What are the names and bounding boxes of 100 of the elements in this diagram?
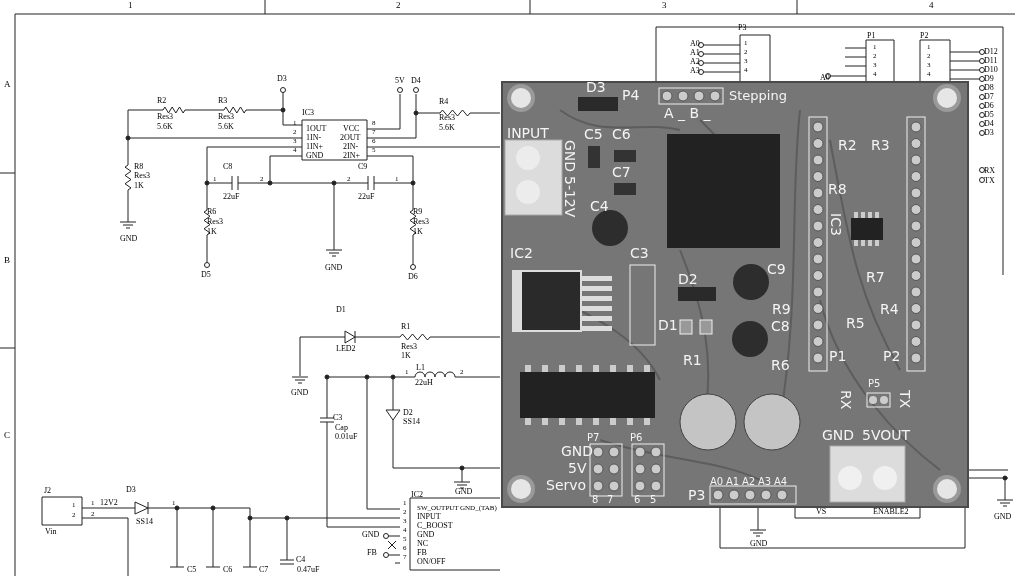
schematic-label: 1K	[207, 228, 217, 236]
schematic-label: GND	[362, 531, 380, 539]
schematic-label: C6	[223, 566, 233, 574]
schematic-label: 5.6K	[157, 123, 173, 131]
schematic-label: GND	[750, 540, 768, 548]
schematic-label: D3	[984, 129, 994, 137]
schematic-label: GND	[325, 264, 343, 272]
silkscreen-label: R7	[866, 270, 885, 284]
silkscreen-label: GND	[822, 428, 855, 442]
schematic-label: C_BOOST	[417, 522, 453, 530]
schematic-label: 1K	[401, 352, 411, 360]
silkscreen-label: C7	[612, 165, 631, 179]
schematic-label: Vin	[45, 528, 57, 536]
silkscreen-label: R1	[683, 353, 702, 367]
schematic-label: 0.01uF	[335, 433, 358, 441]
silkscreen-label: C3	[630, 246, 649, 260]
schematic-label: 12V2	[100, 499, 118, 507]
schematic-label: D5	[984, 111, 994, 119]
grid-reference: 4	[929, 1, 934, 10]
schematic-label: A1	[690, 49, 700, 57]
schematic-label: D11	[984, 57, 998, 65]
silkscreen-label: A0	[710, 477, 724, 487]
schematic-label: 1K	[413, 228, 423, 236]
schematic-label: 2OUT	[340, 134, 361, 142]
schematic-label: C9	[358, 163, 368, 171]
schematic-label: L1	[416, 364, 425, 372]
silkscreen-label: P2	[883, 349, 901, 363]
schematic-label: ENABLE2	[873, 508, 909, 516]
silkscreen-label: A2	[742, 477, 756, 487]
silkscreen-label: TX	[898, 390, 912, 409]
silkscreen-label: R8	[828, 182, 847, 196]
schematic-label: IC2	[411, 491, 423, 499]
schematic-label: 1IN-	[306, 134, 322, 142]
schematic-label: VS	[816, 508, 827, 516]
schematic-label: GND	[455, 488, 473, 496]
silkscreen-label: P4	[622, 88, 640, 102]
grid-reference: 1	[128, 1, 133, 10]
silkscreen-label: 7	[607, 495, 614, 505]
schematic-label: GND	[120, 235, 138, 243]
schematic-label: R8	[134, 163, 144, 171]
silkscreen-label: R3	[871, 138, 890, 152]
silkscreen-label: Servo	[546, 478, 587, 492]
schematic-label: 5.6K	[218, 123, 234, 131]
schematic-label: D4	[411, 77, 421, 85]
schematic-label: D3	[126, 486, 136, 494]
schematic-label: J2	[44, 487, 52, 495]
schematic-label: A0	[820, 74, 830, 82]
schematic-label: C8	[223, 163, 233, 171]
schematic-label: A0	[690, 40, 700, 48]
silkscreen-label: C5	[584, 127, 603, 141]
schematic-label: FB	[417, 549, 427, 557]
schematic-label: R9	[413, 208, 423, 216]
silkscreen-label: A _ B _	[664, 106, 711, 120]
silkscreen-label: RX	[839, 390, 853, 410]
grid-reference: 3	[662, 1, 667, 10]
silkscreen-label: 5-12V	[563, 176, 577, 218]
silkscreen-label: 6	[634, 495, 641, 505]
silkscreen-label: R9	[772, 302, 791, 316]
schematic-label: GND	[306, 152, 324, 160]
silkscreen-label: D1	[658, 318, 678, 332]
silkscreen-label: IC2	[510, 246, 533, 260]
silkscreen-label: P5	[868, 379, 881, 389]
schematic-label: GND	[994, 513, 1012, 521]
silkscreen-label: R2	[838, 138, 857, 152]
grid-reference: 2	[396, 1, 401, 10]
schematic-label: Res3	[413, 218, 429, 226]
schematic-label: GND	[291, 389, 309, 397]
schematic-label: ON/OFF	[417, 558, 446, 566]
schematic-label: D6	[984, 102, 994, 110]
schematic-label: VCC	[343, 125, 360, 133]
schematic-label: D5	[201, 271, 211, 279]
schematic-label: 1IN+	[306, 143, 323, 151]
grid-reference: C	[4, 431, 10, 440]
schematic-label: P3	[738, 24, 747, 32]
silkscreen-label: P1	[829, 349, 847, 363]
silkscreen-label: A3	[758, 477, 772, 487]
silkscreen-label: R6	[771, 358, 790, 372]
schematic-label: D7	[984, 93, 994, 101]
silkscreen-label: D3	[586, 80, 606, 94]
schematic-label: INPUT	[417, 513, 441, 521]
schematic-label: D6	[408, 273, 418, 281]
silkscreen-label: 8	[592, 495, 599, 505]
schematic-label: Res3	[134, 172, 150, 180]
silkscreen-label: Stepping	[729, 89, 787, 102]
schematic-label: D12	[984, 48, 998, 56]
schematic-label: D3	[277, 75, 287, 83]
silkscreen-label: 5VOUT	[862, 428, 911, 442]
grid-reference: A	[4, 80, 11, 89]
schematic-label: GND	[417, 531, 435, 539]
silkscreen-label: A4	[774, 477, 788, 487]
schematic-label: Cap	[335, 424, 348, 432]
schematic-label: D8	[984, 84, 994, 92]
schematic-label: 5V	[395, 77, 405, 85]
schematic-label: R1	[401, 323, 411, 331]
schematic-label: D10	[984, 66, 998, 74]
schematic-label: C3	[333, 414, 343, 422]
schematic-label: C5	[187, 566, 197, 574]
silkscreen-label: 5	[650, 495, 657, 505]
schematic-label: R2	[157, 97, 167, 105]
schematic-label: 2IN+	[343, 152, 360, 160]
